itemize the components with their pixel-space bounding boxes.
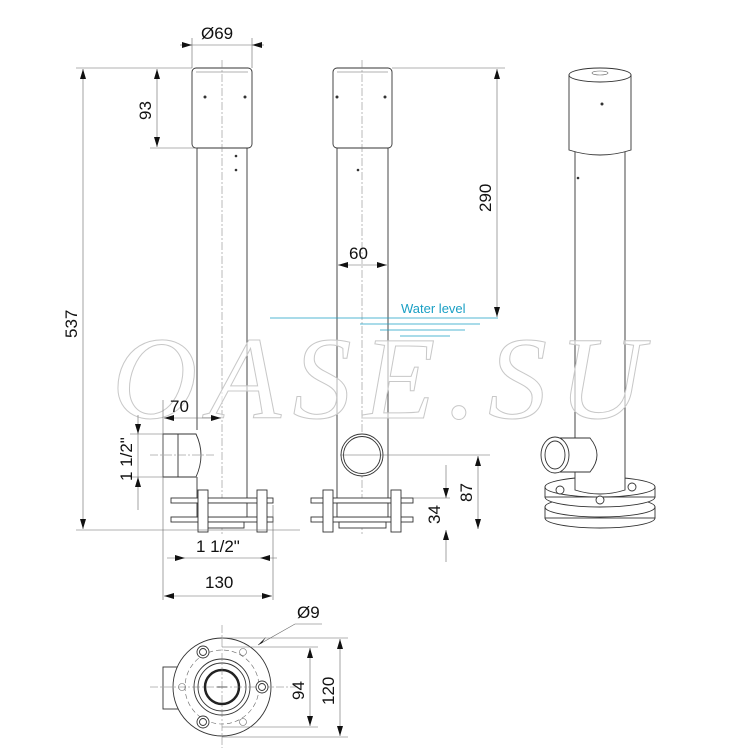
dimension-lines <box>76 38 505 600</box>
water-level-label: Water level <box>401 301 466 316</box>
dim-cap-diameter: Ø69 <box>201 24 233 43</box>
dim-hole-diameter: Ø9 <box>297 603 320 622</box>
dim-flange-height: 34 <box>425 505 444 524</box>
dimension-labels: Ø69 93 537 290 60 70 1 1/2" 1 1/2" 130 8… <box>62 24 495 705</box>
dim-flange-diameter: 120 <box>319 677 338 705</box>
dim-flange-width: 130 <box>205 573 233 592</box>
water-level: Water level <box>270 301 498 337</box>
dim-pipe-width: 60 <box>349 244 368 263</box>
dim-fitting-offset: 70 <box>170 397 189 416</box>
dim-bolt-circle: 94 <box>289 681 308 700</box>
side-view <box>310 60 490 535</box>
dim-fitting-thread-side: 1 1/2" <box>117 437 136 481</box>
dim-total-height: 537 <box>62 310 81 338</box>
dim-cap-height: 93 <box>136 101 155 120</box>
dim-fitting-height: 87 <box>457 483 476 502</box>
isometric-view <box>540 67 656 529</box>
front-view <box>150 60 274 535</box>
bottom-view <box>150 623 348 748</box>
dim-fitting-thread-bottom: 1 1/2" <box>196 537 240 556</box>
watermark: OASE.SU <box>112 313 651 444</box>
dim-height-to-water: 290 <box>476 184 495 212</box>
